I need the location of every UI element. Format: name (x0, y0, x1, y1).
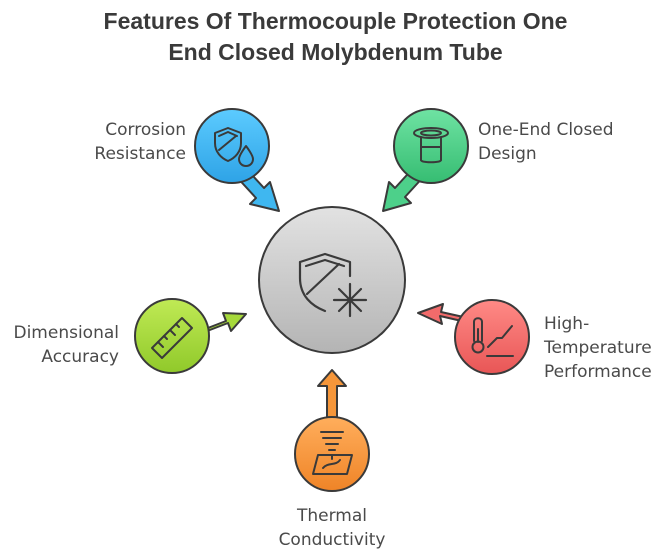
node-high-temperature-performance (454, 299, 530, 375)
node-corrosion-resistance (194, 108, 270, 184)
label-one-end-closed-design: One-End Closed Design (478, 120, 614, 164)
ruler-icon (151, 317, 193, 359)
title-line-2: End Closed Molybdenum Tube (168, 39, 503, 65)
label-high-temperature-performance: High- Temperature Performance (544, 314, 652, 382)
heat-tornado-icon (312, 431, 353, 475)
label-thermal-conductivity: Thermal Conductivity (278, 506, 386, 550)
node-dimensional-accuracy (134, 298, 210, 374)
title-line-1: Features Of Thermocouple Protection One (103, 8, 568, 34)
thermometer-icon (471, 317, 514, 357)
label-corrosion-resistance: Corrosion Resistance (94, 120, 186, 164)
node-thermal-conductivity (294, 416, 370, 492)
center-node (258, 206, 406, 354)
shield-droplet-icon (214, 127, 254, 167)
arrow-thermal (317, 369, 347, 419)
shield-snowflake-icon (298, 252, 368, 318)
label-dimensional-accuracy: Dimensional Accuracy (13, 323, 119, 367)
diagram-title: Features Of Thermocouple Protection One … (0, 6, 671, 68)
cylinder-icon (413, 127, 449, 164)
node-one-end-closed-design (393, 108, 469, 184)
